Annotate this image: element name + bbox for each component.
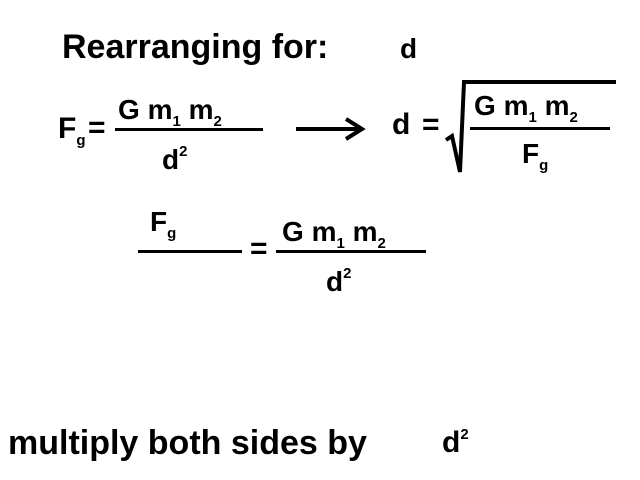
result-fraction-bar — [470, 127, 610, 130]
eq1-numerator: G m1 m2 — [118, 94, 222, 130]
eq2-right-numerator: G m1 m2 — [282, 216, 386, 252]
eq2-equals: = — [250, 232, 268, 265]
eq2-left-fraction-bar — [138, 250, 242, 253]
heading-text: Rearranging for: — [62, 28, 329, 66]
result-lhs: d — [392, 108, 411, 141]
eq1-fraction-bar — [115, 128, 263, 131]
eq2-numerator: Fg — [150, 206, 177, 242]
eq2-right-fraction-bar — [276, 250, 426, 253]
right-arrow-icon — [296, 117, 366, 141]
square-root-icon — [444, 80, 616, 173]
result-numerator: G m1 m2 — [474, 90, 578, 126]
eq2-right-denominator: d2 — [326, 265, 352, 297]
eq1-denominator: d2 — [162, 143, 188, 175]
eq1-lhs: Fg — [58, 112, 86, 149]
instruction-variable: d2 — [442, 426, 469, 459]
heading: Rearranging for: — [62, 30, 328, 64]
result-denominator: Fg — [522, 138, 549, 174]
result-equals: = — [422, 108, 440, 141]
instruction-text: multiply both sides by — [8, 424, 367, 462]
heading-variable: d — [400, 33, 418, 64]
eq1-equals: = — [88, 111, 106, 144]
